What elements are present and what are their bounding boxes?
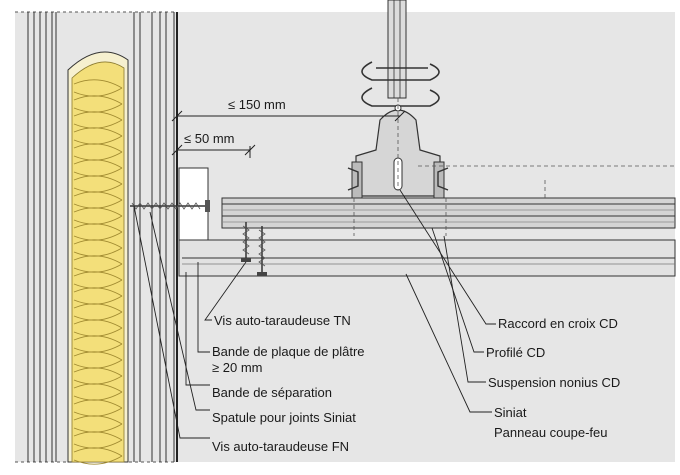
insulation-pattern <box>73 79 123 465</box>
screw-tn-1 <box>241 222 251 262</box>
label-panneau: Panneau coupe-feu <box>494 425 607 440</box>
label-vis-tn: Vis auto-taraudeuse TN <box>214 313 351 328</box>
leaders-left <box>133 205 247 439</box>
label-bande-plaque: Bande de plaque de plâtre <box>212 344 365 359</box>
wall-boards-left <box>27 12 57 462</box>
hanger-rod <box>387 0 407 99</box>
spring-clip <box>361 61 440 107</box>
wall-stud <box>133 12 175 462</box>
label-bande-plaque-min: ≥ 20 mm <box>212 360 262 375</box>
label-raccord: Raccord en croix CD <box>498 316 618 331</box>
hidden-lines <box>353 165 675 236</box>
cross-connector <box>347 161 449 199</box>
dim-50-text: ≤ 50 mm <box>184 131 234 146</box>
cd-profile <box>221 197 676 229</box>
label-vis-fn: Vis auto-taraudeuse FN <box>212 439 349 454</box>
label-spatule: Spatule pour joints Siniat <box>212 410 356 425</box>
insulation-mineral-wool <box>71 61 125 463</box>
label-suspension: Suspension nonius CD <box>488 375 620 390</box>
siniat-fire-board <box>178 239 676 277</box>
dim-150-text: ≤ 150 mm <box>228 97 286 112</box>
label-profile: Profilé CD <box>486 345 545 360</box>
dim-150-line <box>171 110 406 122</box>
screw-tn-2 <box>257 226 267 276</box>
label-bande-separation: Bande de séparation <box>212 385 332 400</box>
label-siniat: Siniat <box>494 405 527 420</box>
plaster-strip <box>178 167 209 243</box>
screw-fn <box>130 200 210 212</box>
leaders-right <box>399 189 496 413</box>
dim-50-line <box>171 144 256 158</box>
